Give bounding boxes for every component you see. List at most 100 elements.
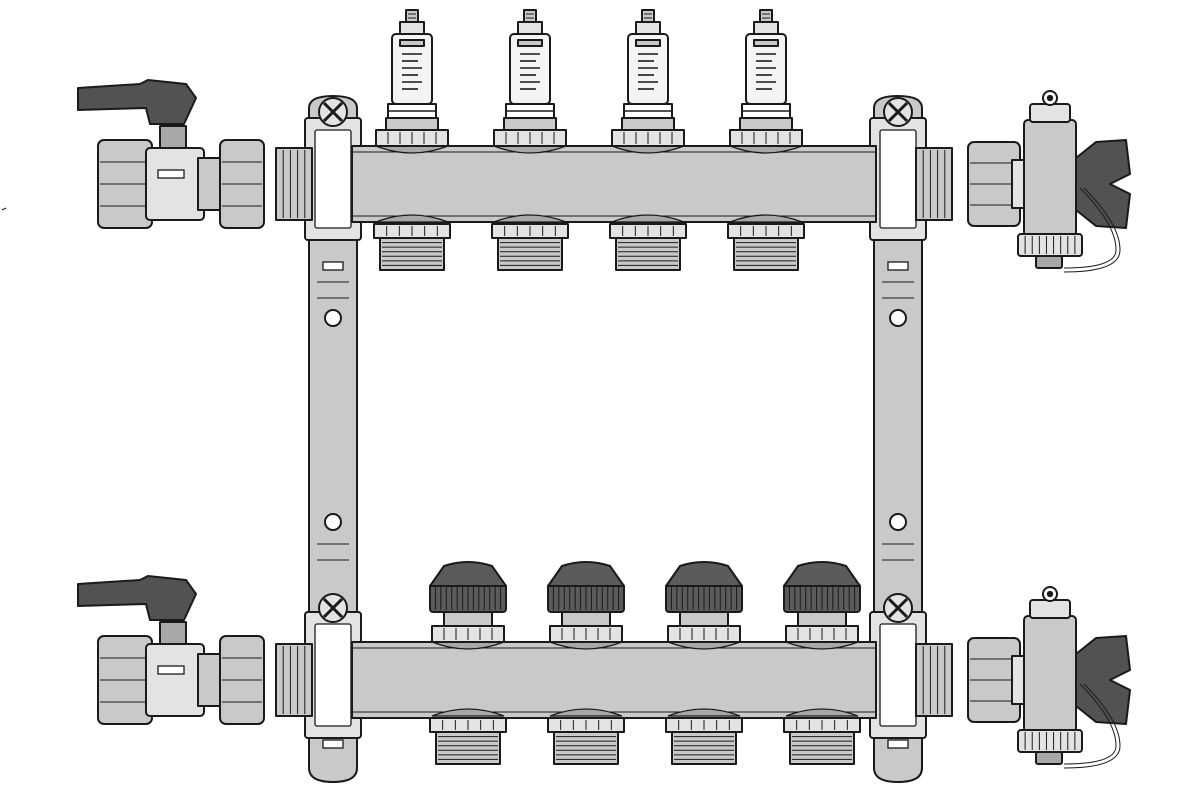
bottom-outlet [665, 708, 743, 765]
drain-hose-nut [1017, 729, 1083, 753]
bottom-outlet [727, 214, 805, 271]
drain-top-knob-hole [1046, 94, 1054, 102]
mounting-bracket [304, 95, 362, 783]
flow-meter-ring [503, 117, 557, 131]
drain-plug [1035, 751, 1063, 765]
bracket-mount-hole [324, 309, 342, 327]
flow-meter-cap [517, 21, 543, 35]
screw-slot [887, 101, 909, 123]
outlet-thread [497, 237, 563, 271]
drain-plug [1035, 255, 1063, 269]
stray-mark [1, 207, 7, 211]
valve-cap [547, 561, 625, 643]
outlet-boss [375, 214, 449, 223]
valve-stem [797, 611, 847, 627]
ball-valve [77, 79, 265, 229]
flow-meter-cap [399, 21, 425, 35]
bracket-clamp-window [314, 623, 352, 727]
bracket-slot [322, 739, 344, 749]
end-fittings [275, 147, 953, 717]
valve-lever [77, 79, 197, 125]
drain-top-cap [1029, 103, 1071, 123]
end-thread [915, 643, 953, 717]
drain-butterfly-handle [1075, 139, 1131, 229]
valve-cap [783, 561, 861, 643]
bracket-slot [887, 261, 909, 271]
bottom-outlet [609, 214, 687, 271]
drain-retaining-wire [1063, 187, 1121, 273]
bottom-outlet [547, 708, 625, 765]
drain-body [1023, 615, 1077, 733]
valve-stem [679, 611, 729, 627]
valve-body [145, 147, 205, 221]
bottom-outlet [373, 214, 451, 271]
screw-slot [322, 101, 344, 123]
drain-valve [967, 586, 1131, 769]
end-thread [275, 643, 313, 717]
flow-meter-cap [635, 21, 661, 35]
ball-valve [77, 575, 265, 725]
end-thread-body [915, 147, 953, 221]
flow-meter [493, 9, 567, 147]
drain-retaining-wire [1063, 187, 1117, 269]
valve-cap-top [429, 561, 507, 587]
drain-valve [967, 90, 1131, 273]
drain-top-cap [1029, 599, 1071, 619]
bracket-slot [322, 261, 344, 271]
outlet-thread [789, 731, 855, 765]
valve-cap-top [547, 561, 625, 587]
valve-body-window [157, 665, 185, 675]
bracket-clamp-window [879, 129, 917, 229]
valves [1, 79, 1131, 769]
flow-meter-ring [385, 117, 439, 131]
valve-body [145, 643, 205, 717]
valve-lever [77, 575, 197, 621]
outlet-thread [615, 237, 681, 271]
end-thread [915, 147, 953, 221]
outlet-boss [611, 214, 685, 223]
flow-meter [611, 9, 685, 147]
outlet-boss [729, 214, 803, 223]
bracket-mount-hole [324, 513, 342, 531]
end-thread [275, 147, 313, 221]
outlet-boss [549, 708, 623, 717]
outlet-thread [671, 731, 737, 765]
valve-cap [665, 561, 743, 643]
flow-meter-tip [759, 9, 773, 23]
flow-meter-cap [753, 21, 779, 35]
end-thread-body [915, 643, 953, 717]
outlet-thread [553, 731, 619, 765]
manifold-bar-body [351, 145, 877, 223]
bracket-clamp-window [314, 129, 352, 229]
manifold-bar [351, 641, 877, 719]
outlet-boss [431, 708, 505, 717]
drain-butterfly-handle [1075, 635, 1131, 725]
bracket-clamp-window [879, 623, 917, 727]
flow-meter-tip [641, 9, 655, 23]
outlet-boss [493, 214, 567, 223]
bottom-outlet [429, 708, 507, 765]
screw-slot [322, 597, 344, 619]
flow-meter [375, 9, 449, 147]
valve-cap-top [665, 561, 743, 587]
valve-cap-top [783, 561, 861, 587]
flow-meter-float [635, 39, 661, 47]
end-thread-body [275, 643, 313, 717]
valve-lever-stem [159, 125, 187, 149]
mounting-bracket [869, 95, 927, 783]
drain-retaining-wire [1063, 683, 1121, 769]
valve-stem [561, 611, 611, 627]
bottom-outlet [491, 214, 569, 271]
flow-meter-float [399, 39, 425, 47]
valve-cap [429, 561, 507, 643]
outlet-thread [379, 237, 445, 271]
drain-retaining-wire [1063, 683, 1117, 765]
flow-meter-float [753, 39, 779, 47]
manifold-bars [351, 145, 877, 719]
flow-meter-ring [621, 117, 675, 131]
outlets [373, 9, 861, 765]
flow-meter-float [517, 39, 543, 47]
bracket-mount-hole [889, 309, 907, 327]
outlet-boss [785, 708, 859, 717]
valve-lever-stem [159, 621, 187, 645]
